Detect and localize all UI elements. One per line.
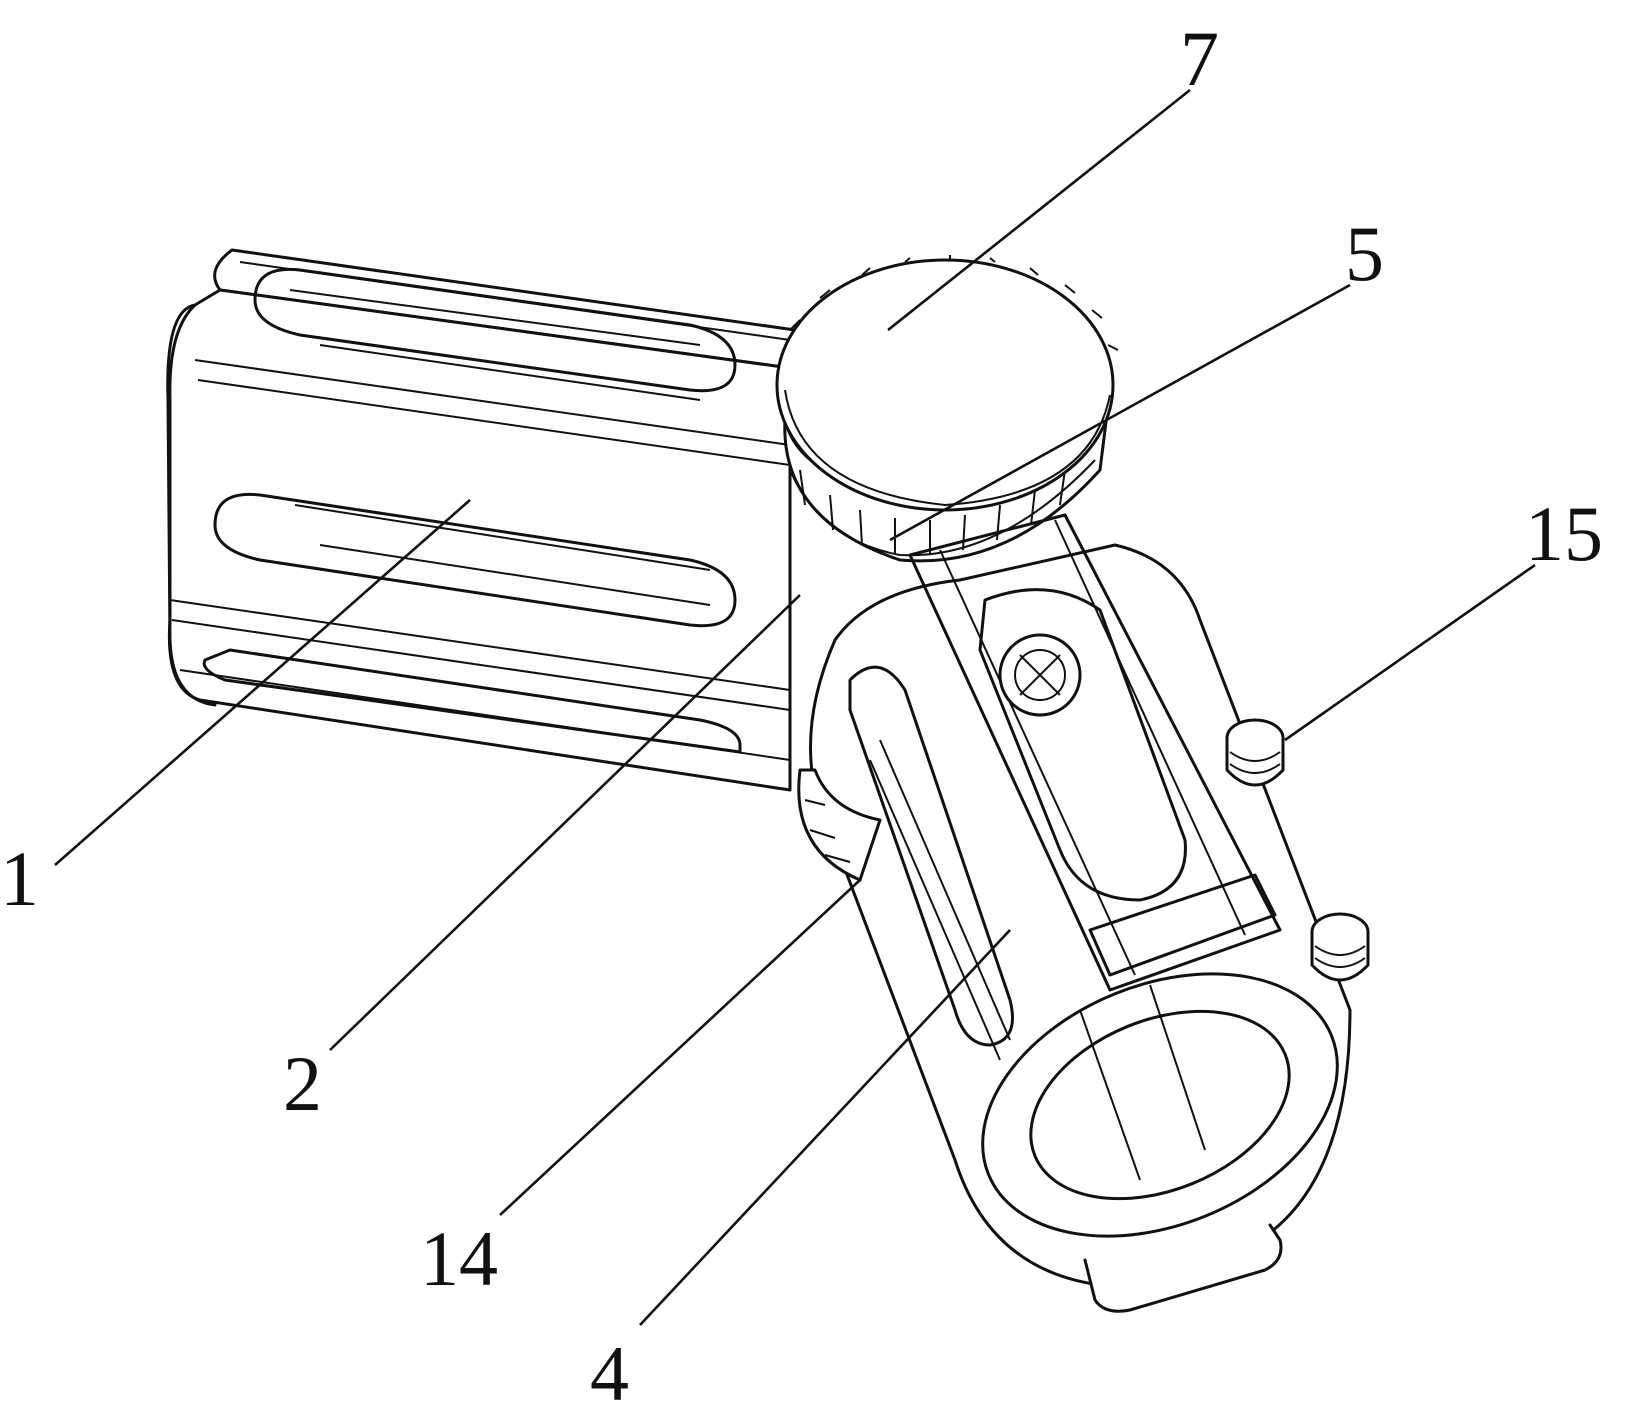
leader-5 bbox=[889, 283, 1351, 542]
callout-5: 5 bbox=[1345, 210, 1384, 297]
rotary-hub bbox=[775, 255, 1119, 563]
leader-4 bbox=[639, 929, 1011, 1326]
callout-14: 14 bbox=[420, 1215, 498, 1302]
leader-15 bbox=[1284, 563, 1536, 742]
callout-2: 2 bbox=[283, 1040, 322, 1127]
lower-clamp-arm bbox=[797, 513, 1370, 1313]
leader-lines bbox=[54, 88, 1536, 1326]
callout-15: 15 bbox=[1525, 490, 1603, 577]
leader-2 bbox=[329, 594, 801, 1051]
left-tube-clamp bbox=[166, 248, 797, 792]
leader-7 bbox=[887, 88, 1191, 332]
callout-4: 4 bbox=[590, 1330, 629, 1417]
callout-1: 1 bbox=[0, 835, 39, 922]
leader-1 bbox=[54, 499, 471, 866]
leader-14 bbox=[499, 879, 861, 1216]
callout-7: 7 bbox=[1180, 15, 1219, 102]
callout-labels: 7 5 15 1 2 14 4 bbox=[0, 15, 1603, 1417]
